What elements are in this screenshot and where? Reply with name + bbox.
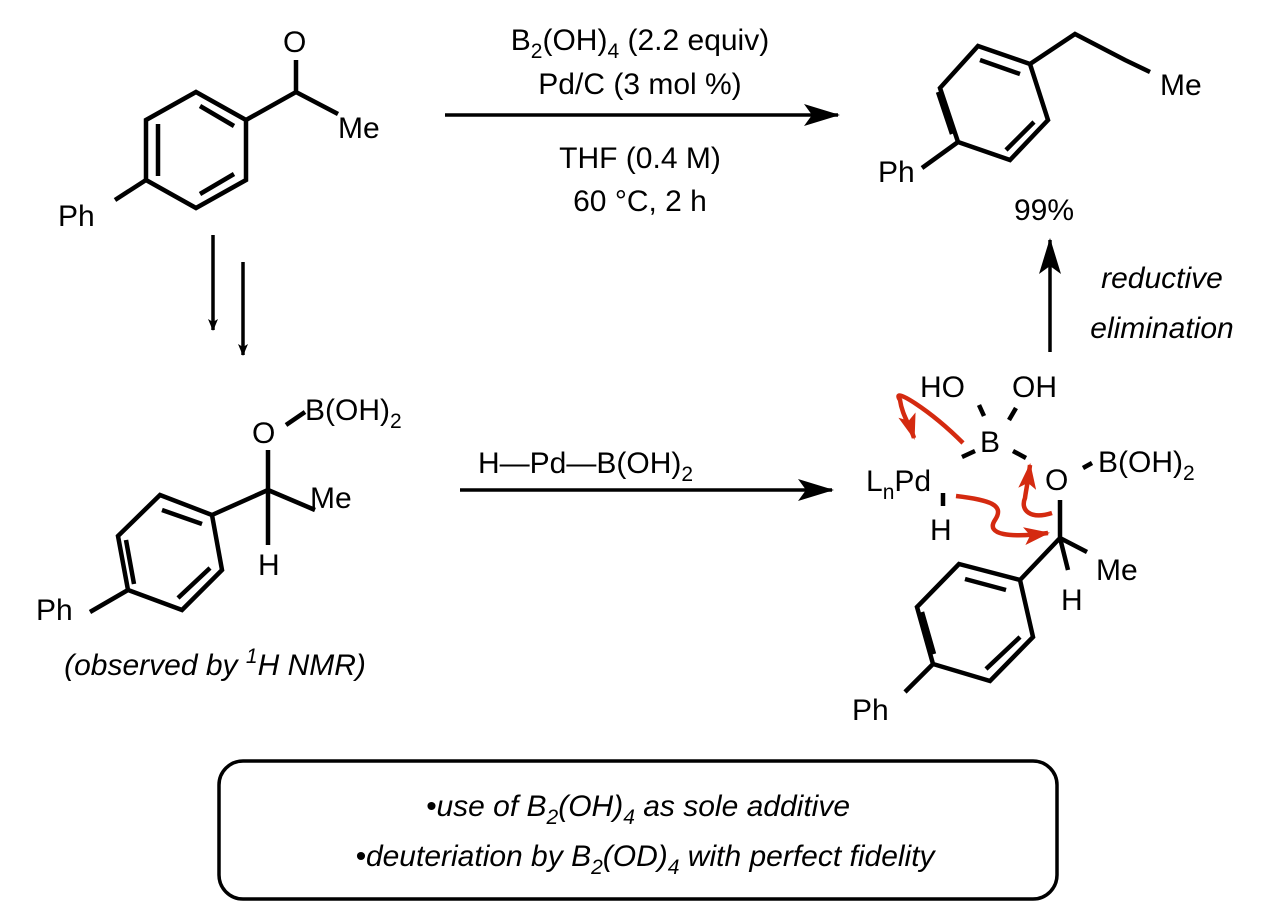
borate-oxygen-label: O xyxy=(252,417,275,450)
oxygen-to-boron-arrow xyxy=(1018,463,1053,518)
solvent-label: THF (0.4 M) xyxy=(559,142,721,175)
starting-material-ketone: O Me Ph xyxy=(58,26,380,233)
borate-hydrogen-label: H xyxy=(258,549,280,582)
borate-ester-intermediate: O B(OH)2 Me H Ph (observed by 1H NMR) xyxy=(36,394,402,682)
reagent-label: B2(OH)4 (2.2 equiv) xyxy=(511,24,769,63)
hydroxyl-right-label: OH xyxy=(1012,371,1057,404)
borate-phenyl-label: Ph xyxy=(36,594,73,627)
summary-box xyxy=(217,759,1059,901)
boron-to-palladium-arrow xyxy=(896,393,965,445)
nmr-observation-note: (observed by 1H NMR) xyxy=(64,645,366,682)
pd-int-oxygen-label: O xyxy=(1045,464,1068,497)
product-phenyl-label: Ph xyxy=(878,156,915,189)
temperature-time-label: 60 °C, 2 h xyxy=(573,185,707,218)
pd-int-hydrogen-label: H xyxy=(1061,584,1083,617)
step-label-line2: elimination xyxy=(1090,312,1233,345)
summary-line-2: •deuteriation by B2(OD)4 with perfect fi… xyxy=(355,840,936,879)
borate-boryl-label: B(OH)2 xyxy=(305,394,402,433)
product-yield: 99% xyxy=(1014,194,1074,227)
pd-int-phenyl-label: Ph xyxy=(852,694,889,727)
ligated-palladium-label: LnPd xyxy=(866,465,931,504)
hydride-transfer-arrow xyxy=(955,493,1050,546)
pd-int-methyl-label: Me xyxy=(1096,554,1138,587)
boron-label: B xyxy=(980,426,1000,459)
carbonyl-oxygen-label: O xyxy=(283,26,306,59)
methyl-label: Me xyxy=(338,112,380,145)
palladium-hydride-label: H xyxy=(930,514,952,547)
hydridopalladium-label: H—Pd—B(OH)2 xyxy=(478,447,693,486)
palladium-intermediate: HO OH B LnPd H O B(OH)2 Me H Ph xyxy=(852,371,1195,727)
phenyl-label: Ph xyxy=(58,200,95,233)
borate-methyl-label: Me xyxy=(310,482,352,515)
product-ethylbiphenyl: Me Ph 99% xyxy=(878,31,1202,227)
catalyst-label: Pd/C (3 mol %) xyxy=(538,68,741,101)
hydroxyl-left-label: HO xyxy=(920,371,965,404)
summary-line-1: •use of B2(OH)4 as sole additive xyxy=(426,790,850,829)
step-label-line1: reductive xyxy=(1101,262,1223,295)
product-methyl-label: Me xyxy=(1160,69,1202,102)
pd-int-boryl-label: B(OH)2 xyxy=(1098,446,1195,485)
